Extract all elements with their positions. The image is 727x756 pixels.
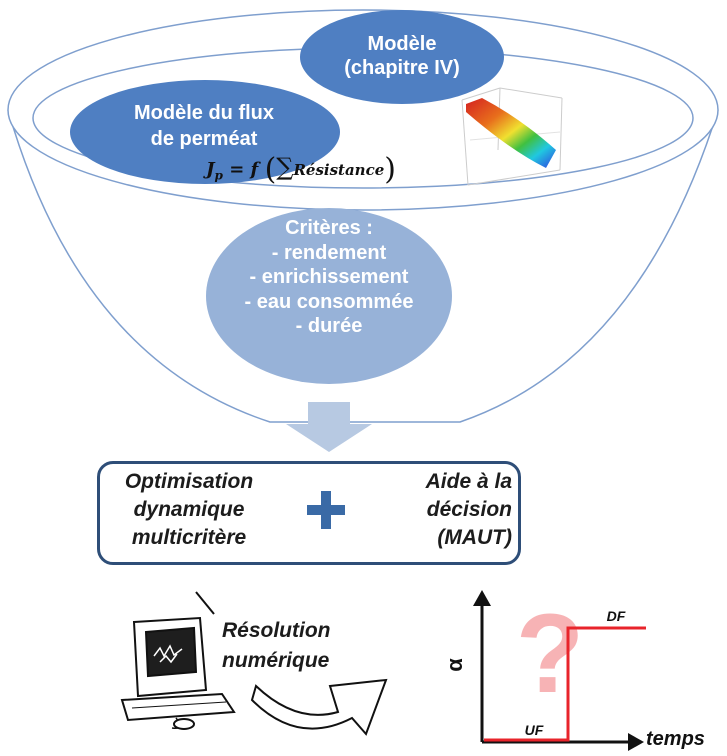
flux-formula: Jp = f (∑Résistance)	[206, 152, 396, 187]
alpha-axis-label: α	[442, 658, 467, 672]
model-ellipse-label: Modèle (chapitre IV)	[344, 33, 460, 79]
down-arrow	[286, 402, 372, 452]
df-label: DF	[606, 608, 626, 624]
step-graph: ?	[473, 590, 646, 751]
criteria-item: - durée	[295, 315, 363, 337]
criteria-ellipse	[206, 208, 452, 384]
criteria-item: - eau consommée	[244, 290, 414, 313]
question-mark: ?	[516, 591, 584, 716]
flux-ellipse	[70, 80, 340, 184]
computer-icon	[120, 591, 236, 730]
criteria-list: Critères : - rendement - enrichissement …	[206, 216, 452, 339]
optimisation-label: Optimisation dynamique multicritère	[124, 470, 254, 549]
uf-label: UF	[524, 722, 544, 738]
curved-arrow	[250, 678, 388, 736]
plus-icon	[307, 491, 345, 529]
criteria-title: Critères :	[285, 217, 373, 239]
time-axis-label: temps	[646, 728, 705, 750]
resolution-label: Résolution numérique	[222, 619, 331, 672]
decision-aid-label: Aide à la décision (MAUT)	[425, 470, 512, 549]
criteria-item: - enrichissement	[249, 266, 409, 288]
criteria-item: - rendement	[271, 241, 387, 264]
model-ellipse	[300, 10, 504, 104]
surface-plot-thumbnail	[461, 87, 563, 186]
flux-ellipse-label: Modèle du flux de perméat	[134, 102, 274, 150]
